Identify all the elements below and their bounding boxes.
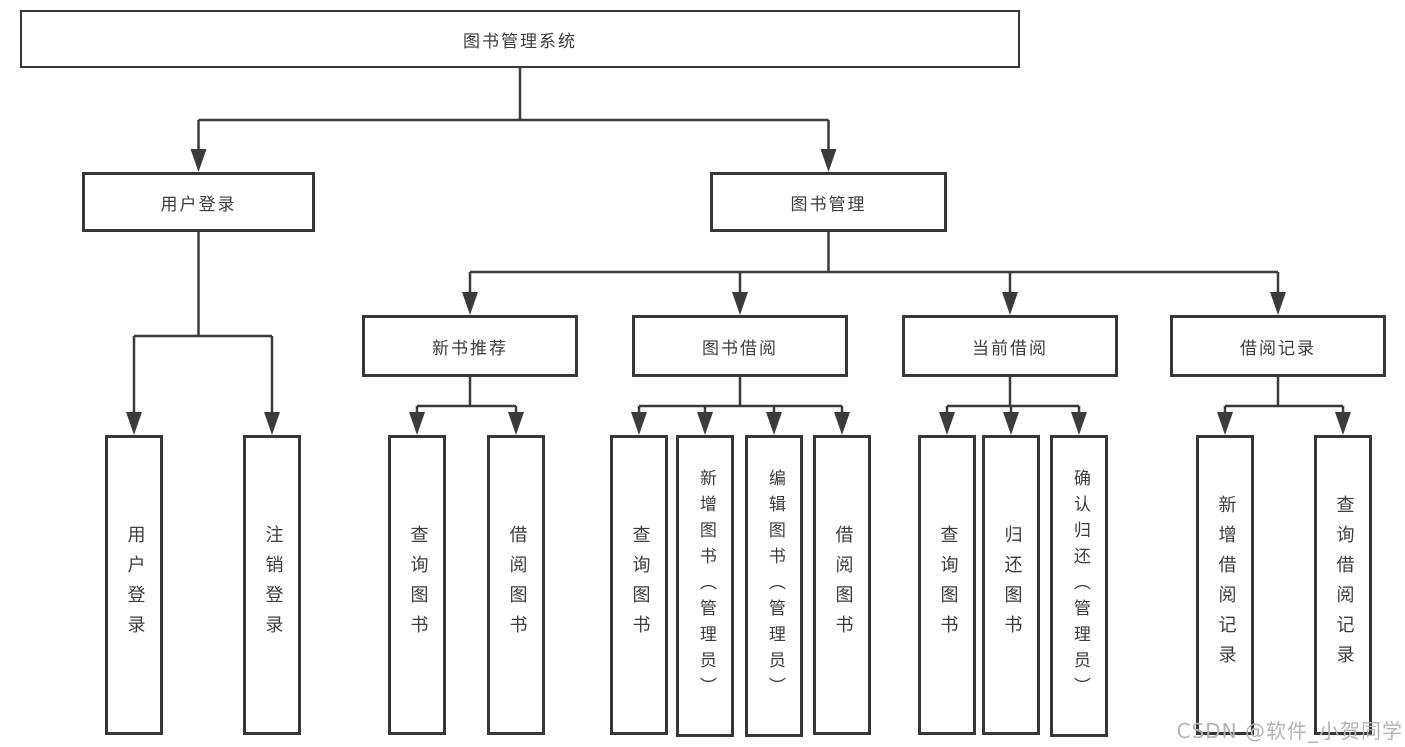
- node-user-login: 用户登录: [82, 172, 315, 232]
- leaf-query-borrow-record: 查询借阅记录: [1314, 435, 1372, 735]
- connector-edges: [132, 68, 1345, 413]
- node-root-system: 图书管理系统: [20, 10, 1020, 68]
- node-book-management: 图书管理: [710, 172, 947, 232]
- node-current-borrow: 当前借阅: [902, 315, 1118, 377]
- leaf-borrow-books: 借阅图书: [487, 435, 545, 735]
- leaf-user-login: 用户登录: [105, 435, 163, 735]
- leaf-logout: 注销登录: [243, 435, 301, 735]
- leaf-confirm-return-admin: 确认归还（管理员）: [1050, 435, 1108, 737]
- leaf-return-books: 归还图书: [982, 435, 1040, 735]
- leaf-edit-books-admin: 编辑图书（管理员）: [745, 435, 803, 737]
- leaf-query-books: 查询图书: [388, 435, 446, 735]
- leaf-add-borrow-record: 新增借阅记录: [1196, 435, 1254, 735]
- node-new-book-recommend: 新书推荐: [362, 315, 578, 377]
- arrowheads: [126, 149, 1351, 435]
- leaf-add-books-admin: 新增图书（管理员）: [676, 435, 734, 737]
- node-book-borrow: 图书借阅: [632, 315, 848, 377]
- node-borrow-records: 借阅记录: [1170, 315, 1386, 377]
- csdn-watermark: CSDN @软件_小贺同学: [1176, 719, 1403, 743]
- leaf-query-books-3: 查询图书: [918, 435, 976, 735]
- leaf-borrow-books-2: 借阅图书: [813, 435, 871, 735]
- leaf-query-books-2: 查询图书: [610, 435, 668, 735]
